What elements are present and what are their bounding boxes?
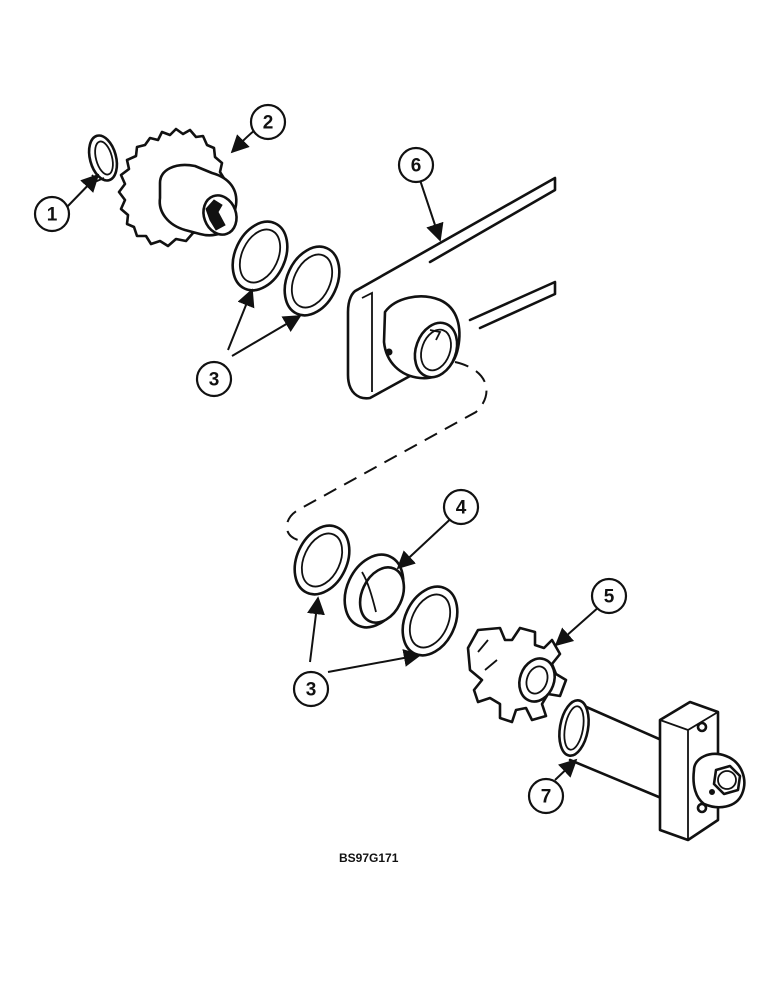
svg-text:2: 2: [263, 113, 274, 134]
svg-text:4: 4: [456, 498, 467, 519]
svg-text:7: 7: [541, 787, 552, 808]
washer-part-3-upper: [231, 220, 341, 317]
leader-lines: [65, 129, 601, 781]
svg-text:5: 5: [604, 587, 615, 608]
callout-3-lower: 3: [292, 670, 330, 708]
pin-and-plate-part-7: [558, 699, 746, 842]
callout-5: 5: [590, 577, 628, 615]
callout-2: 2: [249, 103, 287, 141]
callout-1: 1: [33, 195, 71, 233]
bushing-part-4: [343, 553, 406, 629]
star-sprocket-part-5: [466, 626, 568, 724]
svg-text:6: 6: [411, 156, 422, 177]
svg-text:1: 1: [47, 205, 58, 226]
snap-ring-part-1: [87, 134, 119, 183]
figure-code-label: BS97G171: [339, 851, 399, 865]
callout-6: 6: [397, 146, 435, 184]
arm-part-6: [346, 176, 557, 400]
svg-text:3: 3: [209, 370, 220, 391]
sprocket-part-2: [117, 127, 238, 248]
svg-text:3: 3: [306, 680, 317, 701]
washer-part-3-lower-left: [293, 524, 351, 596]
callout-7: 7: [527, 777, 565, 815]
assembly-path-dashed-line: [285, 361, 488, 541]
callout-4: 4: [442, 488, 480, 526]
callout-3-upper: 3: [195, 360, 233, 398]
